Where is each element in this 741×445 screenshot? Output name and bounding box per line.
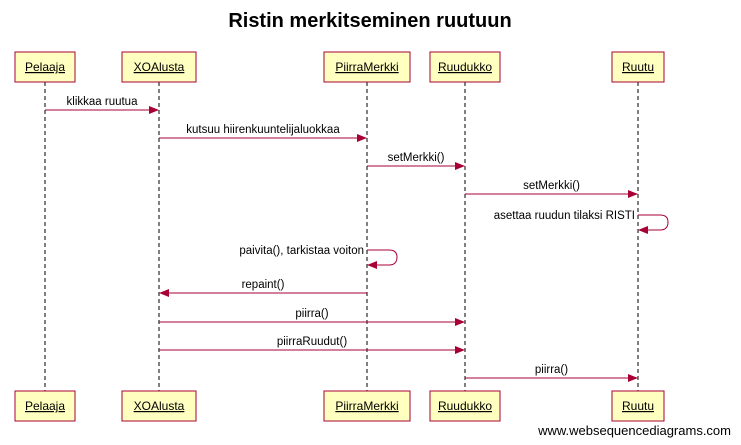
participant-box-ruudukko-bottom (429, 390, 501, 422)
message-arrowhead-9 (628, 374, 638, 382)
message-line-5 (367, 249, 398, 266)
participant-label-pelaaja-bottom: Pelaaja (25, 399, 65, 413)
message-label-6: repaint() (242, 279, 285, 291)
message-arrowhead-6 (159, 289, 169, 297)
participant-label-ruutu-top: Ruutu (622, 60, 654, 74)
message-label-3: setMerkki() (523, 180, 580, 192)
message-line-4 (638, 214, 669, 231)
participant-label-xoalusta-top: XOAlusta (134, 60, 185, 74)
message-arrowhead-0 (149, 106, 159, 114)
participant-box-ruutu-bottom (611, 390, 665, 422)
participant-box-pelaaja-bottom (14, 390, 76, 422)
participant-label-xoalusta-bottom: XOAlusta (134, 399, 185, 413)
message-label-0: klikkaa ruutua (67, 96, 139, 108)
message-label-5: paivita(), tarkistaa voiton (239, 245, 364, 257)
participant-box-ruudukko-top (429, 51, 501, 83)
message-arrowhead-1 (357, 134, 367, 142)
participant-box-xoalusta-bottom (121, 390, 197, 422)
message-label-9: piirra() (535, 364, 568, 376)
participant-label-ruutu-bottom: Ruutu (622, 399, 654, 413)
message-arrowhead-3 (628, 190, 638, 198)
participant-label-piirramerkki-top: PiirraMerkki (335, 60, 398, 74)
message-arrowhead-2 (455, 162, 465, 170)
participant-box-xoalusta-top (121, 51, 197, 83)
participant-box-ruutu-top (611, 51, 665, 83)
participant-label-ruudukko-bottom: Ruudukko (438, 399, 492, 413)
participant-label-pelaaja-top: Pelaaja (25, 60, 65, 74)
participant-box-pelaaja-top (14, 51, 76, 83)
message-label-8: piirraRuudut() (277, 336, 347, 348)
message-arrowhead-5 (367, 261, 377, 269)
message-arrowhead-4 (638, 226, 648, 234)
watermark: www.websequencediagrams.com (537, 423, 731, 438)
message-label-2: setMerkki() (388, 152, 445, 164)
participant-label-ruudukko-top: Ruudukko (438, 60, 492, 74)
participant-box-piirramerkki-top (323, 51, 411, 83)
message-arrowhead-7 (455, 318, 465, 326)
message-label-7: piirra() (295, 308, 328, 320)
message-arrowhead-8 (455, 346, 465, 354)
participant-label-piirramerkki-bottom: PiirraMerkki (335, 399, 398, 413)
diagram-title: Ristin merkitseminen ruutuun (228, 10, 511, 32)
participant-box-piirramerkki-bottom (323, 390, 411, 422)
message-label-1: kutsuu hiirenkuuntelijaluokkaa (186, 124, 340, 136)
message-label-4: asettaa ruudun tilaksi RISTI (494, 210, 635, 222)
